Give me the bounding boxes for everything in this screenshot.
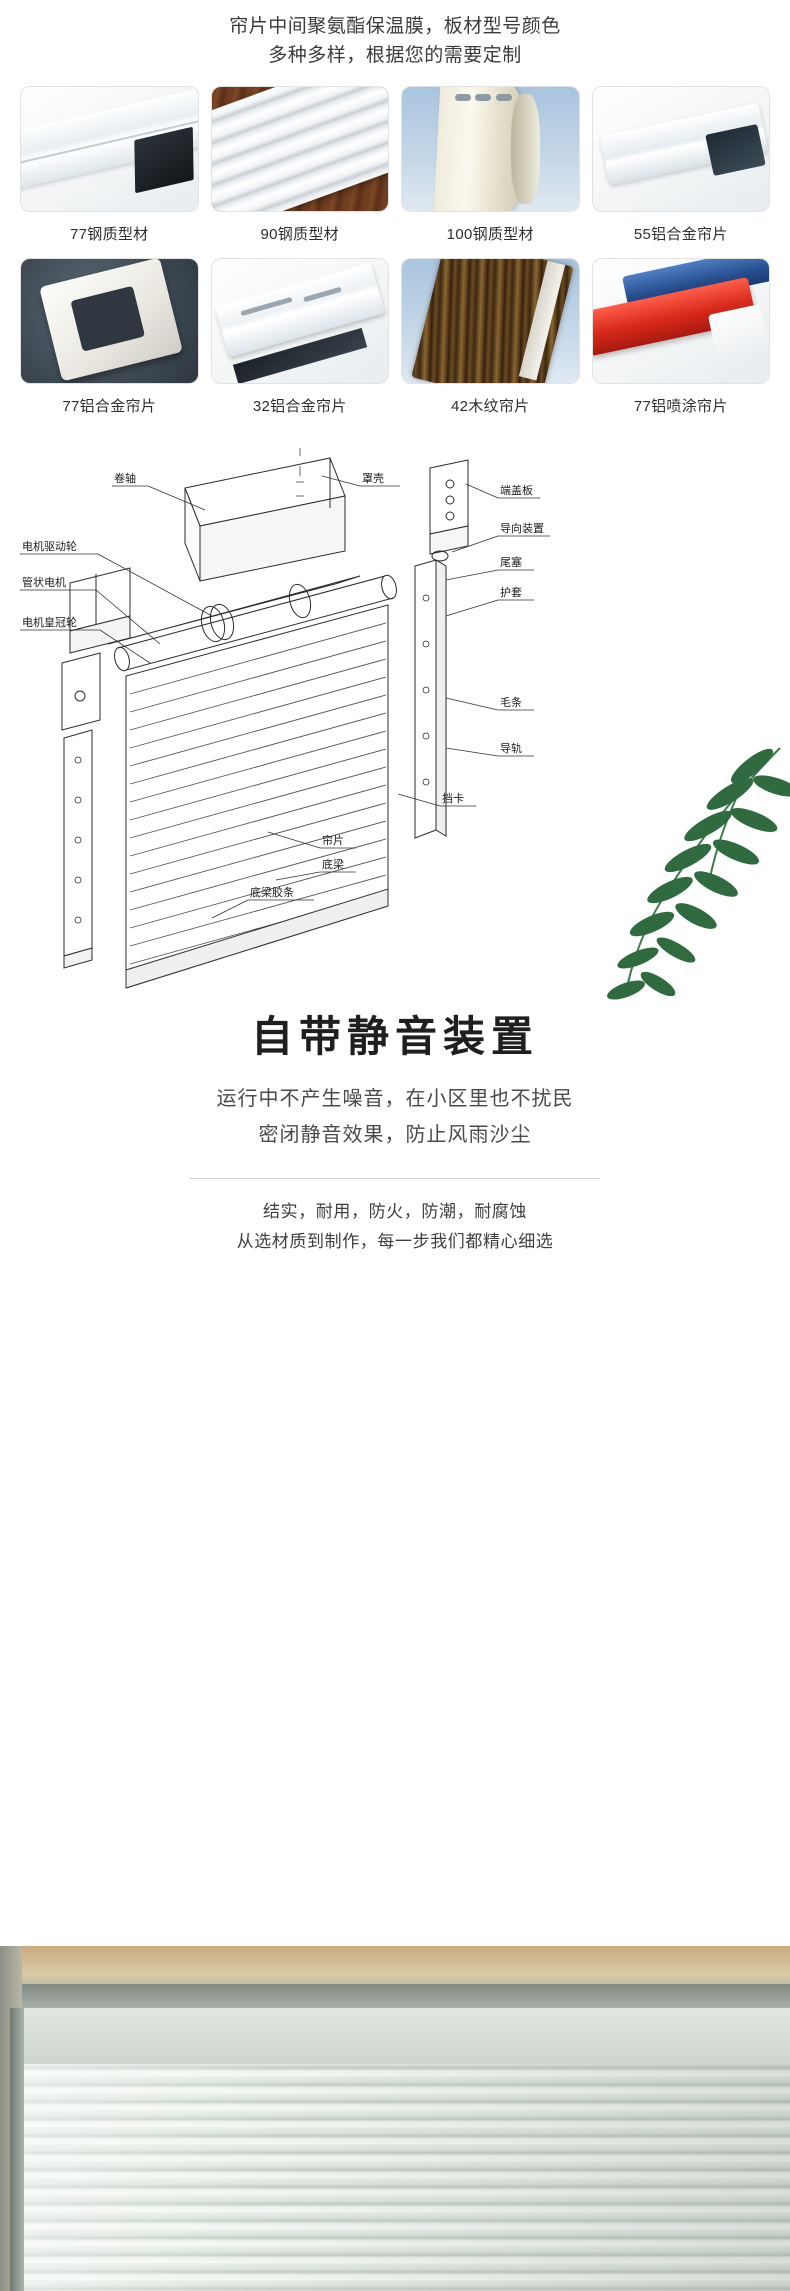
section-divider (190, 1178, 600, 1180)
header-line-1: 帘片中间聚氨酯保温膜，板材型号颜色 (229, 16, 561, 37)
callout-label: 端盖板 (500, 483, 533, 497)
callout-label: 毛条 (500, 695, 522, 709)
callout-label: 挡卡 (442, 791, 464, 805)
silent-subtitle-2: 密闭静音效果，防止风雨沙尘 (258, 1124, 532, 1147)
diagram-svg: 卷轴 电机驱动轮 管状电机 电机皇冠轮 罩壳 端盖板 导向装置 尾塞 护套 (20, 448, 550, 989)
callout-label: 管状电机 (22, 575, 66, 589)
product-grid: 77钢质型材 90钢质型材 100钢质型材 (0, 86, 790, 430)
product-image (592, 87, 769, 211)
product-thumbnail-55alu[interactable] (591, 86, 770, 212)
callout-label: 卷轴 (114, 471, 136, 485)
callout-label: 电机驱动轮 (22, 539, 77, 553)
product-image (20, 87, 198, 211)
product-card[interactable]: 32铝合金帘片 (210, 258, 389, 430)
product-image (592, 259, 770, 383)
page-header: 帘片中间聚氨酯保温膜，板材型号颜色 多种多样，根据您的需要定制 (0, 0, 790, 70)
product-card[interactable]: 77钢质型材 (20, 86, 199, 258)
callout-label: 导向装置 (500, 521, 544, 535)
product-image (402, 87, 579, 211)
footnote-line-1: 结实，耐用，防火，防潮，耐腐蚀 (263, 1202, 527, 1222)
product-label: 77铝合金帘片 (62, 398, 157, 415)
product-thumbnail-32alu[interactable] (210, 258, 389, 384)
silent-section: 自带静音装置 运行中不产生噪音，在小区里也不扰民 密闭静音效果，防止风雨沙尘 (0, 1013, 790, 1152)
product-thumbnail-77alu[interactable] (20, 258, 199, 384)
callout-label: 罩壳 (362, 471, 384, 485)
silent-title: 自带静音装置 (250, 1013, 539, 1060)
footnote-line-2: 从选材质到制作，每一步我们都精心细选 (236, 1232, 554, 1252)
product-thumbnail-77coated[interactable] (591, 258, 770, 384)
callout-label: 底梁 (322, 857, 344, 871)
product-card[interactable]: 42木纹帘片 (401, 258, 580, 430)
callout-label: 电机皇冠轮 (22, 615, 77, 629)
product-label: 77钢质型材 (70, 226, 149, 243)
product-thumbnail-42wood[interactable] (401, 258, 580, 384)
product-label: 90钢质型材 (260, 226, 339, 243)
product-card[interactable]: 100钢质型材 (401, 86, 580, 258)
product-label: 55铝合金帘片 (633, 226, 728, 243)
callout-label: 尾塞 (500, 555, 522, 569)
product-thumbnail-77steel[interactable] (20, 86, 199, 212)
photo-shutter-headbox (18, 2008, 790, 2064)
product-thumbnail-90steel[interactable] (210, 86, 389, 212)
callout-label: 底梁胶条 (250, 885, 294, 899)
photo-ceiling-edge (0, 1984, 790, 2010)
product-image (402, 259, 579, 383)
footnote-section: 结实，耐用，防火，防潮，耐腐蚀 从选材质到制作，每一步我们都精心细选 (0, 1197, 790, 1257)
photo-guide-rail (10, 2008, 24, 2291)
technical-diagram: 卷轴 电机驱动轮 管状电机 电机皇冠轮 罩壳 端盖板 导向装置 尾塞 护套 (0, 448, 790, 1008)
product-image (21, 259, 198, 383)
product-label: 42木纹帘片 (451, 398, 530, 415)
header-line-2: 多种多样，根据您的需要定制 (268, 45, 522, 66)
product-image (211, 87, 389, 211)
bottom-product-photo (0, 1946, 790, 2291)
product-card[interactable]: 90钢质型材 (210, 86, 389, 258)
product-label: 32铝合金帘片 (252, 398, 347, 415)
product-image (211, 259, 388, 383)
product-card[interactable]: 55铝合金帘片 (591, 86, 770, 258)
silent-subtitle-1: 运行中不产生噪音，在小区里也不扰民 (216, 1088, 574, 1111)
product-thumbnail-100steel[interactable] (401, 86, 580, 212)
callout-label: 护套 (500, 585, 522, 599)
product-label: 77铝喷涂帘片 (633, 398, 728, 415)
callout-label: 帘片 (322, 833, 344, 847)
product-label: 100钢质型材 (446, 226, 534, 243)
product-card[interactable]: 77铝合金帘片 (20, 258, 199, 430)
product-card[interactable]: 77铝喷涂帘片 (591, 258, 770, 430)
callout-label: 导轨 (500, 741, 522, 755)
